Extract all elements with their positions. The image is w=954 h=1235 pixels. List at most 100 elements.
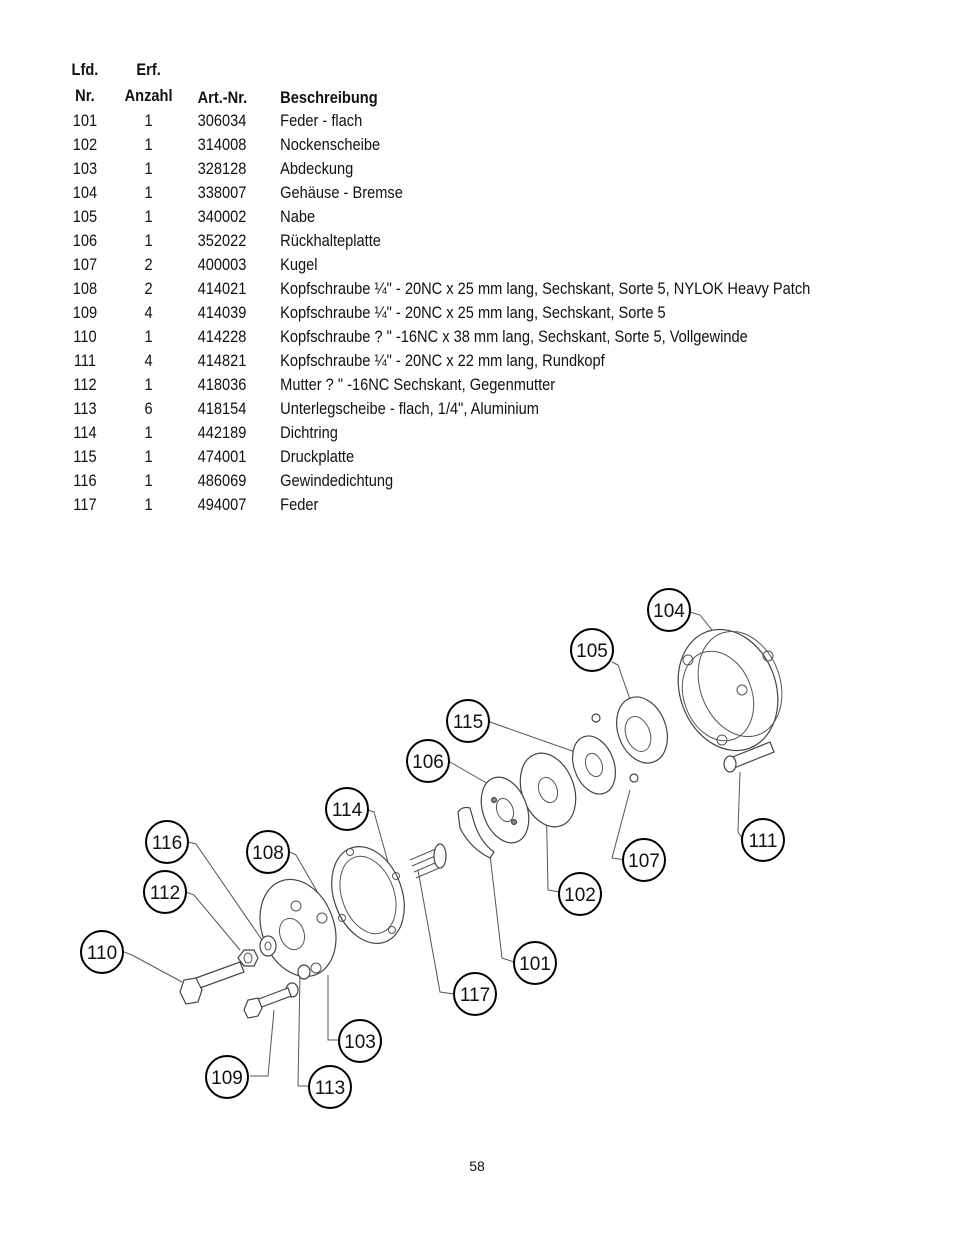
- item-description: Druckplatte: [280, 447, 355, 466]
- item-article-number: 414821: [197, 351, 247, 370]
- item-description: Nockenscheibe: [280, 135, 381, 154]
- header-nr-bottom: Nr.: [75, 86, 95, 105]
- part-104-brake-housing: [677, 628, 783, 752]
- item-quantity: 1: [144, 423, 153, 442]
- item-article-number: 414021: [197, 279, 247, 298]
- part-107-ball: [591, 713, 601, 723]
- item-quantity: 1: [144, 471, 153, 490]
- table-row: 101 1 306034 Feder - flach: [60, 109, 920, 133]
- header-qty-bottom: Anzahl: [124, 86, 173, 105]
- part-114-sealing-ring: [331, 845, 405, 945]
- part-105-hub: [616, 696, 668, 764]
- table-row: 116 1 486069 Gewindedichtung: [60, 469, 920, 493]
- item-number: 104: [72, 183, 98, 202]
- part-109-hex-bolt: [243, 987, 292, 1019]
- callout-label: 110: [87, 943, 117, 964]
- item-description: Kopfschraube ¼" - 20NC x 22 mm lang, Run…: [280, 351, 605, 370]
- callout-115: 115: [446, 699, 490, 743]
- table-row: 102 1 314008 Nockenscheibe: [60, 133, 920, 157]
- callout-103: 103: [338, 1019, 382, 1063]
- item-quantity: 1: [144, 231, 153, 250]
- part-117-spring: [409, 843, 447, 879]
- table-row: 111 4 414821 Kopfschraube ¼" - 20NC x 22…: [60, 349, 920, 373]
- part-115-pressure-plate: [571, 735, 617, 795]
- item-quantity: 1: [144, 447, 153, 466]
- callout-label: 109: [211, 1068, 243, 1089]
- callout-label: 113: [315, 1078, 345, 1099]
- callout-109: 109: [205, 1055, 249, 1099]
- item-article-number: 340002: [197, 207, 247, 226]
- part-101-flat-spring: [457, 806, 495, 859]
- item-article-number: 442189: [197, 423, 247, 442]
- callout-110: 110: [80, 930, 124, 974]
- part-106-retaining-plate: [480, 776, 530, 844]
- part-112-lock-nut: [237, 949, 259, 967]
- item-number: 103: [72, 159, 98, 178]
- item-article-number: 306034: [197, 111, 247, 130]
- item-article-number: 474001: [197, 447, 247, 466]
- item-quantity: 1: [144, 207, 153, 226]
- header-nr-top: Lfd.: [71, 60, 99, 79]
- callout-101: 101: [513, 941, 557, 985]
- item-description: Unterlegscheibe - flach, 1/4", Aluminium: [280, 399, 539, 418]
- callout-116: 116: [145, 820, 189, 864]
- item-number: 106: [72, 231, 98, 250]
- item-number: 116: [73, 471, 97, 490]
- callout-label: 103: [344, 1032, 376, 1053]
- callout-label: 115: [453, 712, 483, 733]
- item-article-number: 338007: [197, 183, 247, 202]
- table-row: 110 1 414228 Kopfschraube ? " -16NC x 38…: [60, 325, 920, 349]
- item-number: 110: [73, 327, 97, 346]
- page-number: 58: [469, 1158, 485, 1174]
- item-quantity: 1: [144, 327, 153, 346]
- callout-105: 105: [570, 628, 614, 672]
- item-article-number: 352022: [197, 231, 247, 250]
- table-row: 114 1 442189 Dichtring: [60, 421, 920, 445]
- table-row: 113 6 418154 Unterlegscheibe - flach, 1/…: [60, 397, 920, 421]
- item-quantity: 1: [144, 183, 153, 202]
- table-row: 112 1 418036 Mutter ? " -16NC Sechskant,…: [60, 373, 920, 397]
- part-107-ball: [629, 773, 639, 783]
- callout-label: 112: [150, 883, 180, 904]
- item-quantity: 1: [144, 135, 153, 154]
- item-description: Gewindedichtung: [280, 471, 394, 490]
- callout-label: 101: [519, 954, 551, 975]
- part-110-hex-bolt: [179, 961, 245, 1005]
- item-description: Mutter ? " -16NC Sechskant, Gegenmutter: [280, 375, 556, 394]
- callout-102: 102: [558, 872, 602, 916]
- item-article-number: 314008: [197, 135, 247, 154]
- item-article-number: 486069: [197, 471, 247, 490]
- item-article-number: 494007: [197, 495, 247, 514]
- callout-107: 107: [622, 838, 666, 882]
- part-116-thread-seal: [259, 935, 277, 957]
- callout-label: 114: [332, 800, 363, 821]
- item-number: 109: [72, 303, 98, 322]
- item-quantity: 1: [144, 375, 153, 394]
- header-art: Art.-Nr.: [197, 88, 248, 107]
- table-row: 117 1 494007 Feder: [60, 493, 920, 517]
- item-description: Rückhalteplatte: [280, 231, 381, 250]
- item-number: 117: [73, 495, 97, 514]
- item-number: 113: [73, 399, 97, 418]
- item-description: Kugel: [280, 255, 318, 274]
- item-number: 102: [72, 135, 98, 154]
- item-number: 111: [73, 351, 97, 370]
- item-description: Feder: [280, 495, 319, 514]
- item-description: Gehäuse - Bremse: [280, 183, 403, 202]
- callout-112: 112: [143, 870, 187, 914]
- item-article-number: 328128: [197, 159, 247, 178]
- item-quantity: 6: [144, 399, 153, 418]
- item-quantity: 4: [144, 303, 153, 322]
- item-quantity: 2: [144, 255, 153, 274]
- item-article-number: 418154: [197, 399, 247, 418]
- part-111-round-head-screw: [723, 741, 775, 773]
- item-description: Nabe: [280, 207, 316, 226]
- item-number: 107: [72, 255, 98, 274]
- header-qty-top: Erf.: [136, 60, 161, 79]
- item-quantity: 1: [144, 495, 153, 514]
- table-row: 106 1 352022 Rückhalteplatte: [60, 229, 920, 253]
- table-row: 104 1 338007 Gehäuse - Bremse: [60, 181, 920, 205]
- item-article-number: 414228: [197, 327, 247, 346]
- callout-label: 104: [653, 601, 685, 622]
